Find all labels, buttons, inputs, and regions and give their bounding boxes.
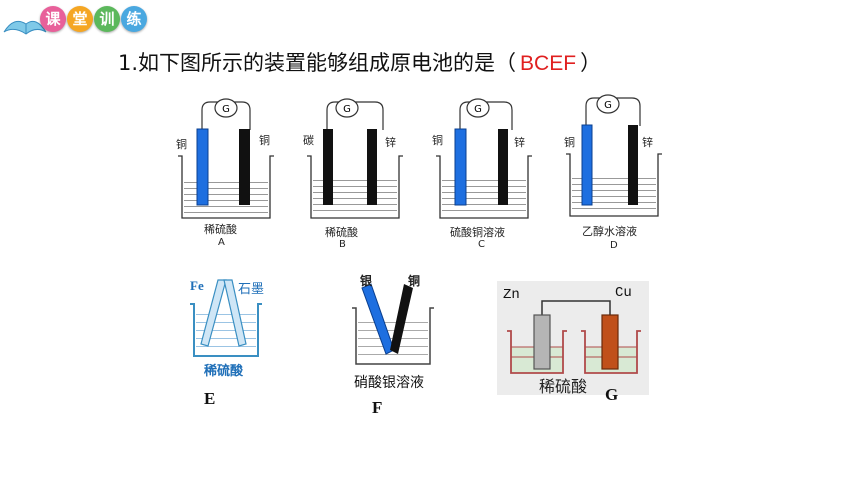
- device-letter: G: [605, 385, 619, 404]
- electrode-left-label: 铜: [564, 136, 575, 149]
- device-b: G 碳 锌 稀硫酸 B: [301, 96, 409, 256]
- electrode-right-label: 锌: [642, 136, 653, 149]
- device-letter: C: [478, 239, 485, 250]
- device-letter: E: [204, 389, 216, 408]
- device-f: 银 铜 硝酸银溶液 F: [342, 274, 452, 420]
- badge-char-1: 课: [40, 6, 66, 32]
- badge-char-4: 练: [121, 6, 147, 32]
- electrode-right-label: 铜: [259, 134, 270, 147]
- electrode-left-label: 碳: [303, 134, 314, 147]
- electrode-left-label: 银: [360, 274, 373, 288]
- device-letter: A: [218, 237, 225, 248]
- section-badge: 课 堂 训 练: [2, 2, 152, 40]
- device-letter: D: [610, 240, 618, 251]
- solution-label: 稀硫酸: [325, 226, 358, 239]
- device-letter: F: [372, 398, 383, 417]
- electrode-right: [367, 129, 377, 205]
- device-e: Fe 石墨 稀硫酸 E: [186, 278, 276, 418]
- solution-label: 硫酸铜溶液: [450, 226, 505, 239]
- electrode-left-label: 铜: [176, 138, 187, 151]
- device-g: Zn Cu 稀硫酸 G: [497, 281, 649, 405]
- meter-g-text: G: [222, 104, 230, 115]
- svg-text:G: G: [343, 104, 351, 115]
- electrode-right: [628, 125, 638, 205]
- solution-label: 稀硫酸: [204, 223, 237, 236]
- device-letter: B: [339, 239, 346, 250]
- electrode-left: [581, 124, 593, 206]
- answer-text: BCEF: [520, 52, 577, 75]
- electrode-right-label: Cu: [615, 285, 632, 301]
- question-text: 1.如下图所示的装置能够组成原电池的是（BCEF）: [118, 47, 601, 77]
- electrode-left: [361, 283, 395, 355]
- solution-label: 硝酸银溶液: [354, 375, 424, 391]
- electrode-right-label: 锌: [514, 136, 525, 149]
- device-c: G 铜 锌 硫酸铜溶液 C: [430, 96, 538, 256]
- electrode-left-label: Zn: [503, 287, 520, 303]
- badge-char-2: 堂: [67, 6, 93, 32]
- electrode-right: [239, 129, 250, 205]
- device-d: G 铜 锌 乙醇水溶液 D: [560, 92, 668, 256]
- question-close: ）: [580, 51, 602, 75]
- electrode-left: [533, 314, 551, 370]
- device-a: G 铜 铜 稀硫酸 A: [172, 96, 280, 256]
- electrode-left: [454, 128, 467, 206]
- solution-label: 乙醇水溶液: [582, 225, 637, 238]
- electrode-right-label: 铜: [408, 274, 421, 288]
- electrode-left: [196, 128, 209, 206]
- electrode-right: [498, 129, 508, 205]
- question-stem: 1.如下图所示的装置能够组成原电池的是（: [118, 51, 517, 75]
- electrode-right-label: 锌: [385, 136, 396, 149]
- electrode-left: [200, 279, 227, 347]
- electrode-right-label: 石墨: [238, 282, 265, 297]
- book-icon: [3, 20, 47, 35]
- svg-text:G: G: [474, 104, 482, 115]
- device-g-panel: [497, 281, 649, 395]
- electrode-left-label: Fe: [190, 278, 204, 293]
- electrode-right: [223, 279, 247, 347]
- solution-label: 稀硫酸: [539, 377, 588, 396]
- electrode-left-label: 铜: [432, 134, 443, 147]
- electrode-right: [390, 284, 413, 354]
- svg-text:G: G: [604, 100, 612, 111]
- badge-char-3: 训: [94, 6, 120, 32]
- electrode-right: [601, 314, 619, 370]
- solution-label: 稀硫酸: [204, 364, 244, 379]
- electrode-left: [323, 129, 333, 205]
